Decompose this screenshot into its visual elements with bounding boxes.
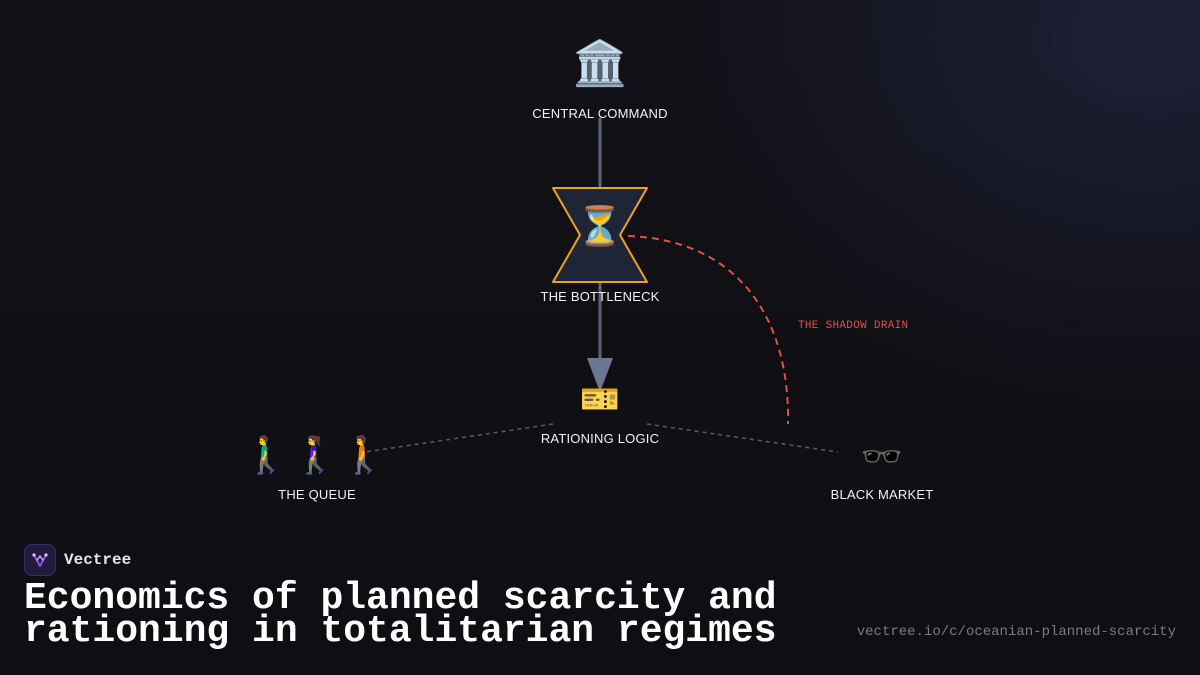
classical-building-icon: 🏛️ [572,38,628,89]
flow-arrowhead [587,358,613,392]
edge-rationing-to-black-market [646,423,839,453]
brand: Vectree [24,544,131,576]
edge-label-shadow-drain: THE SHADOW DRAIN [798,320,909,332]
sunglasses-icon: 🕶️ [860,437,904,477]
node-label-queue: THE QUEUE [278,487,356,502]
vectree-logo-icon [24,544,56,576]
edge-rationing-to-queue [364,423,554,453]
node-label-black-market: BLACK MARKET [830,487,934,502]
page-title: Economics of planned scarcity and ration… [24,577,777,653]
node-label-central-command: CENTRAL COMMAND [532,106,668,121]
hourglass-icon: ⏳ [576,204,624,248]
walking-people-icon: 🚶‍♂️🚶‍♀️🚶 [243,435,391,476]
node-label-rationing-logic: RATIONING LOGIC [540,431,660,446]
node-label-bottleneck: THE BOTTLENECK [540,289,660,304]
bottleneck-shape [552,187,648,283]
brand-name: Vectree [64,551,132,569]
edge-shadow-drain [627,235,790,425]
ticket-icon: 🎫 [580,380,620,418]
source-url: vectree.io/c/oceanian-planned-scarcity [856,624,1176,640]
